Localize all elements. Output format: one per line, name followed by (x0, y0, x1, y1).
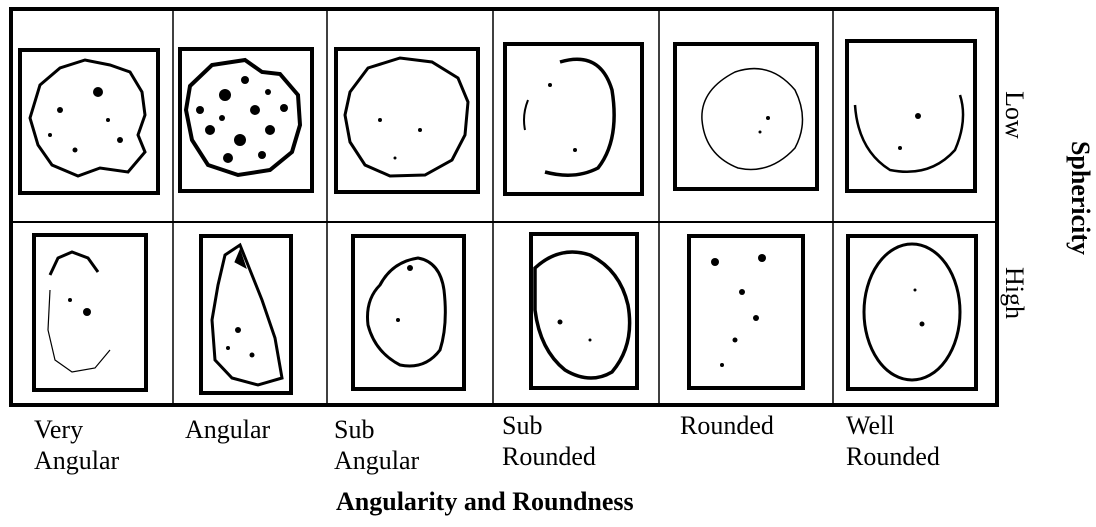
column-label-angular: Angular (185, 414, 270, 445)
column-label-sub-angular: Sub Angular (334, 414, 419, 476)
row-label-low: Low (1000, 91, 1029, 139)
column-label-well-rounded: Well Rounded (846, 410, 940, 472)
column-label-line: Angular (185, 414, 270, 445)
particle-low-well-rounded (847, 41, 975, 191)
particle-high-rounded (689, 236, 803, 388)
particle-low-sub-angular (336, 49, 478, 192)
row-low (20, 41, 975, 194)
particle-high-angular (201, 236, 291, 393)
column-label-line: Very (34, 414, 119, 445)
column-label-very-angular: Very Angular (34, 414, 119, 476)
particle-low-sub-rounded (505, 44, 642, 194)
row-label-high: High (1000, 267, 1029, 319)
particle-low-rounded (675, 44, 817, 189)
column-label-line: Rounded (502, 441, 596, 472)
column-label-line: Rounded (680, 410, 774, 441)
particle-high-very-angular (34, 235, 146, 390)
particle-high-sub-angular (353, 236, 464, 389)
particle-high-well-rounded (848, 236, 976, 389)
column-label-line: Angular (34, 445, 119, 476)
particle-low-angular (180, 49, 312, 191)
column-label-line: Sub (502, 410, 596, 441)
column-label-line: Sub (334, 414, 419, 445)
column-label-line: Angular (334, 445, 419, 476)
column-label-line: Well (846, 410, 940, 441)
particle-high-sub-rounded (531, 234, 637, 388)
column-label-line: Rounded (846, 441, 940, 472)
y-axis-title: Sphericity (1066, 141, 1095, 255)
particle-low-very-angular (20, 50, 158, 193)
column-label-rounded: Rounded (680, 410, 774, 441)
row-high (34, 234, 976, 393)
column-label-sub-rounded: Sub Rounded (502, 410, 596, 472)
x-axis-title: Angularity and Roundness (336, 487, 634, 517)
